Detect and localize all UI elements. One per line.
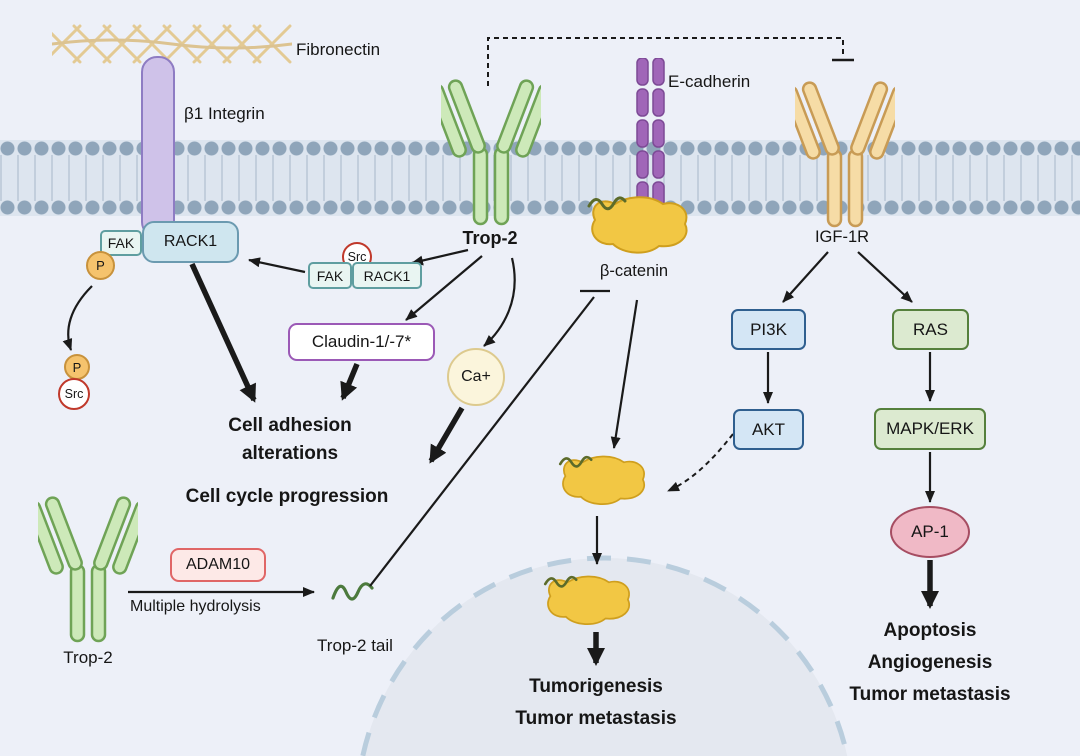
calcium-badge: Ca+ <box>447 348 505 406</box>
trop2-receptor <box>441 79 541 226</box>
akt-label: AKT <box>751 419 786 439</box>
trop2-tail-label: Trop-2 tail <box>317 636 393 655</box>
beta1-integrin-receptor <box>141 56 175 238</box>
beta-catenin-label: β-catenin <box>599 262 669 280</box>
phosphate-label-2: P <box>72 359 82 375</box>
calcium-label: Ca+ <box>461 368 491 385</box>
ap1-label: AP-1 <box>911 522 949 541</box>
cell-adhesion-outcome: Cell adhesion alterations <box>228 415 352 464</box>
trop2-free-receptor <box>38 496 138 643</box>
ras-label: RAS <box>913 319 948 339</box>
trop2-label: Trop-2 <box>462 228 518 248</box>
fak-label: FAK <box>107 235 135 251</box>
rack1-box-2: RACK1 <box>352 262 422 289</box>
fibronectin-mesh-icon <box>52 24 292 64</box>
beta1-integrin-label: β1 Integrin <box>184 104 265 123</box>
cell-membrane <box>0 140 1080 216</box>
beta-catenin-cytoplasm <box>558 455 645 505</box>
phosphate-badge: P <box>86 251 115 280</box>
rack1-label-2: RACK1 <box>363 267 411 284</box>
tumor-metastasis-nucleus-outcome: Tumor metastasis <box>515 708 677 729</box>
angiogenesis-outcome: Angiogenesis <box>867 652 993 673</box>
e-cadherin-receptor <box>636 58 665 210</box>
tumor-metastasis-right-outcome: Tumor metastasis <box>849 684 1011 705</box>
ap1-oval: AP-1 <box>890 506 970 558</box>
e-cadherin-label: E-cadherin <box>668 72 751 91</box>
src-label: Src <box>347 250 367 264</box>
multiple-hydrolysis-label: Multiple hydrolysis <box>130 598 261 615</box>
pi3k-label: PI3K <box>750 319 787 339</box>
claudin-label: Claudin-1/-7* <box>311 332 412 351</box>
lipid-tails <box>0 155 1080 201</box>
akt-box: AKT <box>733 409 804 450</box>
trop2-free-label: Trop-2 <box>63 648 113 667</box>
nucleus <box>360 555 850 756</box>
phosphate-label: P <box>96 258 105 273</box>
rack1-label: RACK1 <box>163 233 218 250</box>
lipid-heads-bottom <box>0 200 1080 215</box>
apoptosis-outcome: Apoptosis <box>883 620 977 641</box>
pi3k-box: PI3K <box>731 309 806 350</box>
fibronectin-label: Fibronectin <box>296 40 381 59</box>
fak-label-2: FAK <box>316 267 344 284</box>
igf1r-receptor <box>795 81 895 228</box>
claudin-box: Claudin-1/-7* <box>288 323 435 361</box>
phosphate-badge-2: P <box>64 354 90 380</box>
beta-catenin-protein <box>587 196 688 254</box>
tumorigenesis-outcome: Tumorigenesis <box>529 676 663 697</box>
mapk-erk-box: MAPK/ERK <box>874 408 986 450</box>
adam10-label: ADAM10 <box>185 556 251 573</box>
mapk-erk-label: MAPK/ERK <box>886 419 974 438</box>
igf1r-label: IGF-1R <box>814 228 870 246</box>
src-label-2: Src <box>64 387 84 401</box>
trop2-tail-icon <box>331 582 374 601</box>
ras-box: RAS <box>892 309 969 350</box>
adam10-box: ADAM10 <box>170 548 266 582</box>
src-badge-2: Src <box>58 378 90 410</box>
cell-cycle-outcome: Cell cycle progression <box>185 486 389 507</box>
rack1-box: RACK1 <box>142 221 239 263</box>
fak-box-2: FAK <box>308 262 352 289</box>
beta-catenin-nucleus <box>543 575 630 625</box>
